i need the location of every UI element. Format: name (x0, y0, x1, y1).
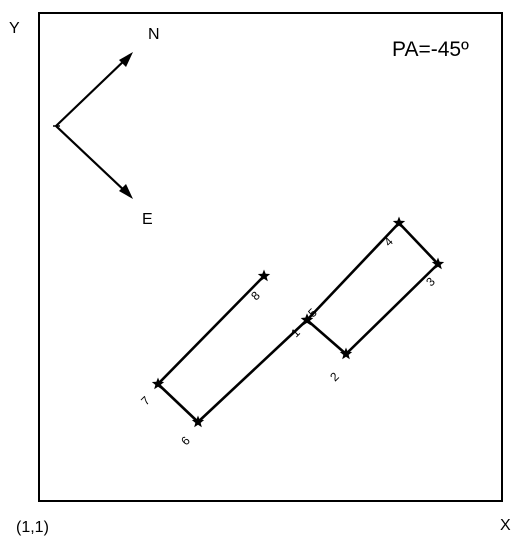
path-segment (157, 383, 199, 423)
point-star-icon (300, 313, 314, 326)
path-segment (345, 263, 439, 355)
path-segment (306, 319, 347, 355)
x-axis-label: X (500, 517, 511, 534)
compass-rose: N E (53, 26, 160, 228)
path-segment (398, 222, 439, 265)
dither-path (157, 222, 439, 423)
path-segment (197, 319, 308, 423)
point-label-8: 8 (248, 288, 263, 303)
point-label-7: 7 (138, 393, 153, 408)
point-label-2: 2 (327, 369, 342, 384)
y-axis-label: Y (9, 20, 20, 37)
east-arrow-line (55, 125, 129, 195)
point-label-4: 4 (381, 234, 396, 249)
point-star-icon (431, 257, 445, 270)
point-star-icon (257, 269, 271, 282)
east-arrowhead-icon (119, 184, 133, 199)
path-segment (306, 222, 400, 321)
origin-label: (1,1) (16, 519, 49, 536)
point-label-3: 3 (423, 274, 438, 289)
point-star-icon (191, 415, 205, 428)
east-label: E (142, 211, 153, 228)
point-star-icon (151, 377, 165, 390)
path-segment (157, 275, 265, 385)
point-star-icon (339, 347, 353, 360)
north-arrowhead-icon (119, 52, 133, 67)
north-label: N (148, 26, 160, 43)
point-label-6: 6 (178, 433, 193, 448)
plot-frame (38, 12, 503, 502)
point-star-icon (392, 216, 406, 229)
north-arrow-line (55, 56, 129, 127)
position-angle-label: PA=-45º (392, 38, 469, 61)
